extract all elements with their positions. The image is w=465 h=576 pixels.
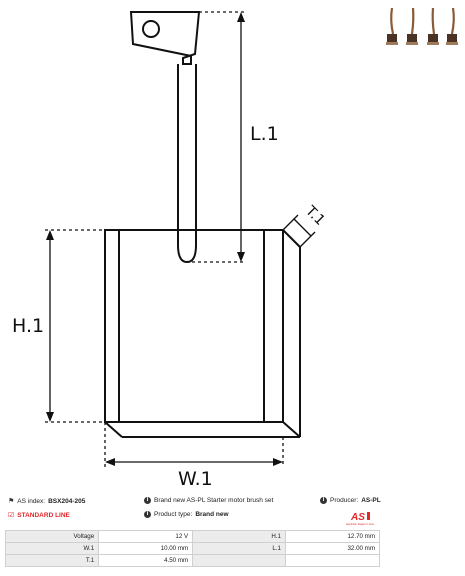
- spec-label: [192, 554, 286, 567]
- spec-value: 12 V: [98, 530, 194, 543]
- tag-icon: ⚑: [8, 497, 15, 505]
- product-description: i Brand new AS-PL Starter motor brush se…: [144, 497, 273, 504]
- standard-line-badge: ☑ STANDARD LINE: [8, 511, 70, 519]
- brush-photo-1: [386, 7, 398, 45]
- checkbox-icon: ☑: [8, 511, 15, 519]
- standard-line-label: STANDARD LINE: [17, 511, 70, 519]
- product-type-label: Product type:: [154, 511, 193, 518]
- spec-label: H.1: [192, 530, 286, 543]
- product-type-value: Brand new: [195, 511, 229, 518]
- dimension-t1: [282, 214, 316, 248]
- info-icon: i: [320, 497, 327, 504]
- dimension-l1: [192, 11, 245, 263]
- logo-caption: electrical. always in time: [346, 522, 375, 526]
- as-pl-logo: AS electrical. always in time: [346, 512, 375, 526]
- info-row-1: ⚑ AS index: BSX204-205 i Brand new AS-PL…: [8, 497, 458, 511]
- spec-value: 4.50 mm: [98, 554, 194, 567]
- spec-value: 12.70 mm: [284, 530, 381, 543]
- producer-value: AS-PL: [361, 497, 381, 504]
- as-index-value: BSX204-205: [48, 497, 86, 505]
- product-photo: [386, 7, 458, 45]
- spec-value: 32.00 mm: [284, 542, 381, 555]
- brush-lead-wire: [177, 64, 197, 264]
- spec-value: 10.00 mm: [98, 542, 194, 555]
- info-row-2: ☑ STANDARD LINE i Product type: Brand ne…: [8, 511, 458, 525]
- dimension-t1-label: T.1: [302, 202, 328, 228]
- brush-body: [104, 229, 301, 438]
- dimension-w1-label: W.1: [178, 468, 213, 490]
- spec-label: Voltage: [4, 530, 100, 543]
- spec-label: W.1: [4, 542, 100, 555]
- description-text: Brand new AS-PL Starter motor brush set: [154, 497, 274, 504]
- dimension-h1-label: H.1: [12, 315, 44, 337]
- dimension-l1-label: L.1: [250, 123, 279, 145]
- spec-value: [284, 554, 381, 567]
- brush-photo-2: [406, 7, 418, 45]
- product-info: ⚑ AS index: BSX204-205 i Brand new AS-PL…: [8, 497, 458, 525]
- dimension-w1: [104, 422, 284, 467]
- producer-label: Producer:: [330, 497, 359, 504]
- spec-label: L.1: [192, 542, 286, 555]
- as-index: ⚑ AS index: BSX204-205: [8, 497, 85, 505]
- brush-dimension-drawing: L.1 T.1 H.1 W.1: [12, 11, 328, 490]
- logo-text: AS: [350, 512, 365, 523]
- brush-photo-4: [446, 7, 458, 45]
- dimension-h1: [45, 229, 105, 423]
- brush-photo-3: [427, 7, 439, 45]
- as-index-label: AS index:: [17, 497, 46, 505]
- producer: i Producer: AS-PL: [320, 497, 381, 504]
- info-icon: i: [144, 497, 151, 504]
- brush-terminal: [129, 11, 201, 65]
- info-icon: i: [144, 511, 151, 518]
- spec-label: T.1: [4, 554, 100, 567]
- product-type: i Product type: Brand new: [144, 511, 229, 518]
